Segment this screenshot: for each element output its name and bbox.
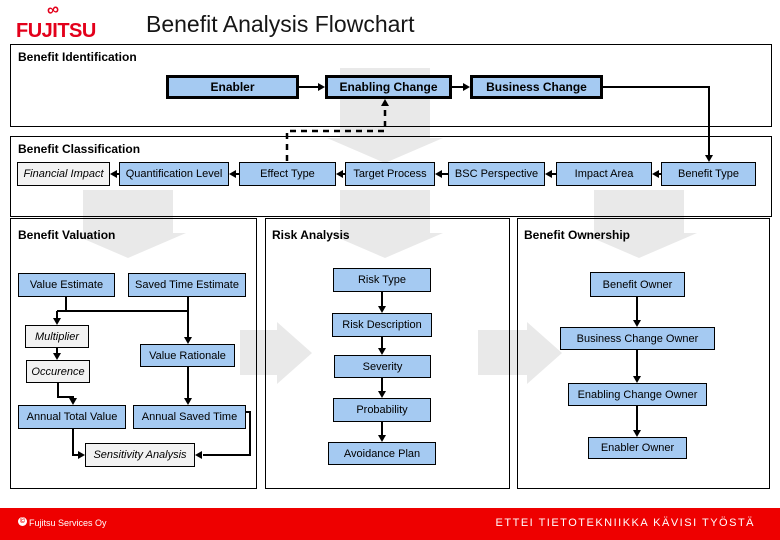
flow-box-risk-description: Risk Description	[332, 313, 432, 337]
flow-box-avoidance-plan: Avoidance Plan	[328, 442, 436, 465]
section-title-classification: Benefit Classification	[18, 142, 141, 156]
flow-box-occurence: Occurence	[26, 360, 90, 383]
section-benefit-identification	[10, 44, 772, 127]
flow-box-probability: Probability	[333, 398, 431, 422]
section-benefit-classification	[10, 136, 772, 217]
flow-box-business-change: Business Change	[470, 75, 603, 99]
section-title-risk: Risk Analysis	[272, 228, 350, 242]
fujitsu-logo: FUJITSU	[16, 20, 96, 42]
flow-box-enabler-owner: Enabler Owner	[588, 437, 687, 459]
flow-box-annual-saved-time: Annual Saved Time	[133, 405, 246, 429]
flow-box-sensitivity-analysis: Sensitivity Analysis	[85, 443, 195, 467]
flow-box-enabling-change-owner: Enabling Change Owner	[568, 383, 707, 406]
flow-box-severity: Severity	[334, 355, 431, 378]
page-title: Benefit Analysis Flowchart	[146, 11, 415, 37]
flow-box-enabler: Enabler	[166, 75, 299, 99]
flow-box-value-rationale: Value Rationale	[140, 344, 235, 367]
panel-benefit-ownership	[517, 218, 770, 489]
flow-box-quantification-level: Quantification Level	[119, 162, 229, 186]
flow-box-target-process: Target Process	[345, 162, 435, 186]
flow-box-business-change-owner: Business Change Owner	[560, 327, 715, 350]
panel-risk-analysis	[265, 218, 510, 489]
footer-bar: © Fujitsu Services Oy ETTEI TIETOTEKNIIK…	[0, 508, 780, 540]
flow-box-benefit-owner: Benefit Owner	[590, 272, 685, 297]
flow-box-financial-impact: Financial Impact	[17, 162, 110, 186]
flow-box-enabling-change: Enabling Change	[325, 75, 452, 99]
flow-box-multiplier: Multiplier	[25, 325, 89, 348]
fujitsu-infinity-icon: ∞	[45, 0, 61, 21]
flow-box-effect-type: Effect Type	[239, 162, 336, 186]
flow-box-risk-type: Risk Type	[333, 268, 431, 292]
flow-box-bsc-perspective: BSC Perspective	[448, 162, 545, 186]
footer-copyright: Fujitsu Services Oy	[29, 518, 107, 528]
section-title-ownership: Benefit Ownership	[524, 228, 631, 242]
section-title-identification: Benefit Identification	[18, 50, 137, 64]
footer-slogan: ETTEI TIETOTEKNIIKKA KÄVISI TYÖSTÄ	[495, 517, 755, 529]
section-title-valuation: Benefit Valuation	[18, 228, 116, 242]
copyright-icon: ©	[18, 517, 27, 526]
flow-box-impact-area: Impact Area	[556, 162, 652, 186]
flow-box-annual-total-value: Annual Total Value	[18, 405, 126, 429]
flow-box-saved-time-estimate: Saved Time Estimate	[128, 273, 246, 297]
flow-box-value-estimate: Value Estimate	[18, 273, 115, 297]
flow-box-benefit-type: Benefit Type	[661, 162, 756, 186]
panel-benefit-valuation	[10, 218, 257, 489]
